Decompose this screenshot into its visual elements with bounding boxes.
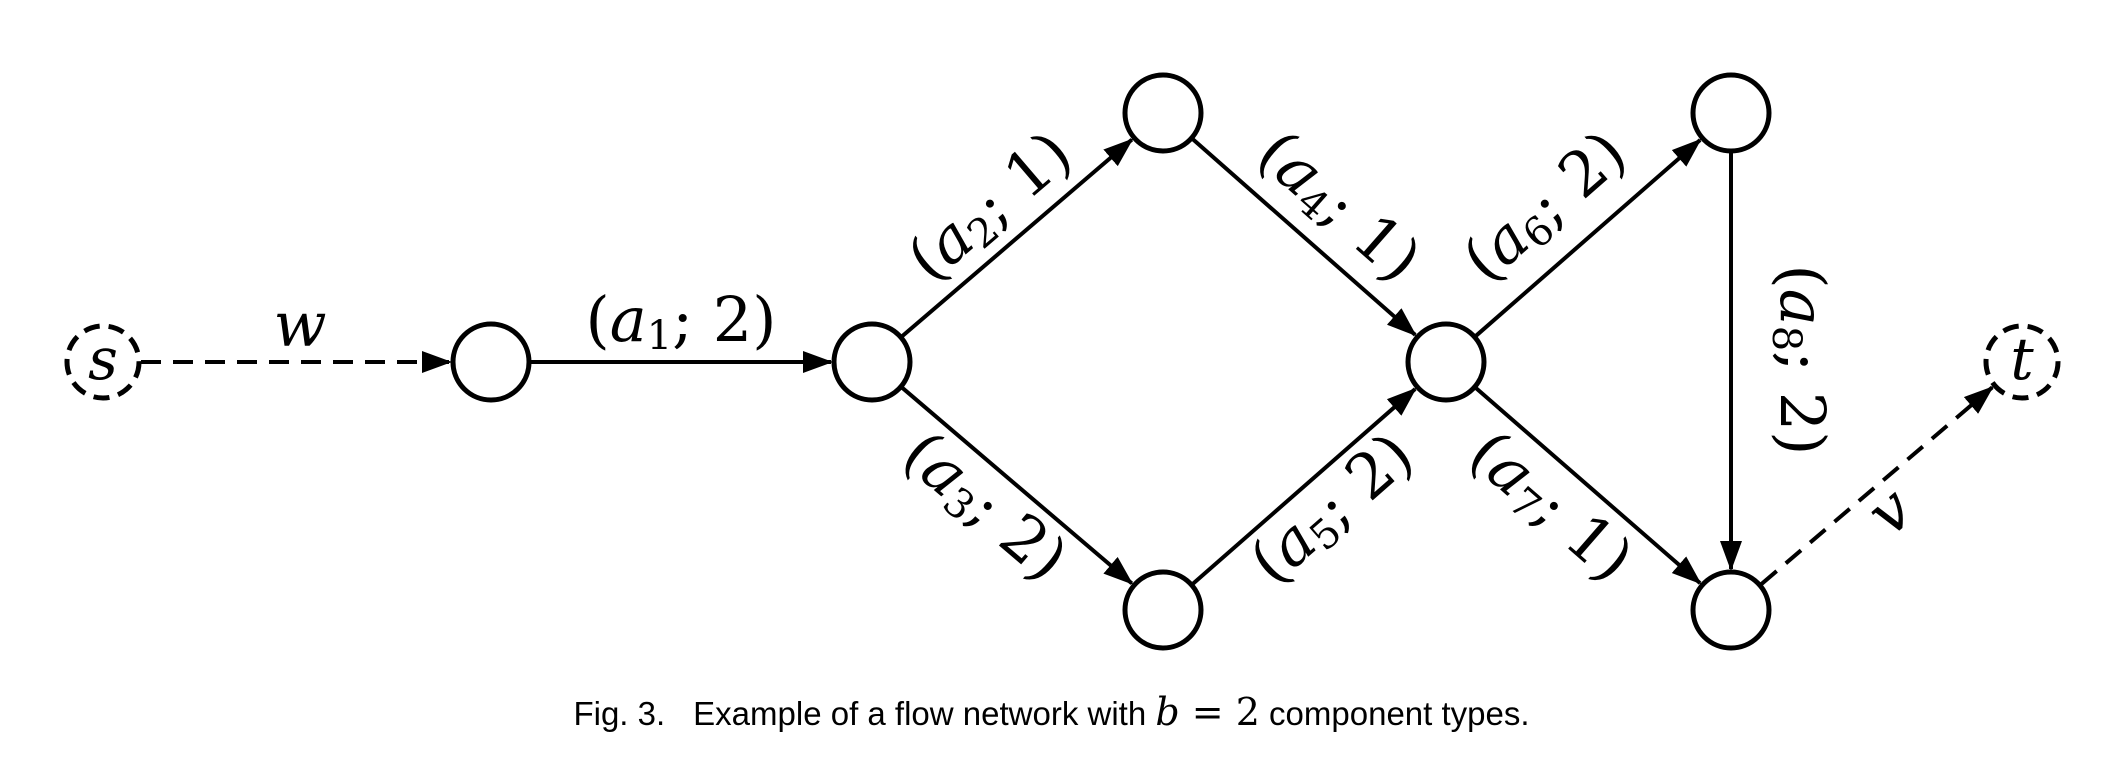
edge-label-a6: (a6; 2) bbox=[1449, 116, 1643, 299]
edge-label-a7: (a7; 1) bbox=[1454, 416, 1648, 599]
node-n3 bbox=[1122, 72, 1204, 154]
edge-a6 bbox=[1474, 138, 1702, 338]
edge-a2 bbox=[901, 138, 1134, 338]
node-n4 bbox=[1122, 569, 1204, 651]
node-n5 bbox=[1405, 321, 1487, 403]
node-t bbox=[1983, 323, 2061, 401]
edge-label-a5: (a5; 2) bbox=[1236, 418, 1430, 601]
edge-label-cap-a8: 2 bbox=[1766, 392, 1839, 431]
figure-caption: Fig. 3. Example of a flow network with b … bbox=[0, 690, 2103, 734]
caption-text-before: Example of a flow network with bbox=[693, 695, 1156, 732]
edge-label-var-a1: a bbox=[610, 283, 647, 356]
node-n1 bbox=[450, 321, 532, 403]
node-n6 bbox=[1690, 72, 1772, 154]
edge-v bbox=[1760, 385, 1994, 586]
edge-label-sub-a8: 8 bbox=[1763, 326, 1809, 351]
node-label-t: t bbox=[2010, 325, 2034, 393]
node-n7 bbox=[1690, 569, 1772, 651]
caption-math-num: 2 bbox=[1235, 690, 1260, 734]
caption-math-var: b bbox=[1155, 690, 1180, 734]
edge-label-a8: (a8; 2) bbox=[1763, 265, 1839, 456]
node-s bbox=[64, 323, 142, 401]
edge-label-v: v bbox=[1852, 472, 1926, 550]
edge-label-var-v: v bbox=[1852, 472, 1926, 550]
caption-text-after: component types. bbox=[1259, 695, 1530, 732]
edge-a5 bbox=[1191, 387, 1417, 586]
edge-label-var-a8: a bbox=[1766, 289, 1839, 326]
edge-label-a1: (a1; 2) bbox=[586, 283, 777, 359]
caption-math-eq: = bbox=[1179, 690, 1236, 734]
node-n2 bbox=[831, 321, 913, 403]
edge-label-a2: (a2; 1) bbox=[893, 116, 1087, 298]
edge-label-sub-a1: 1 bbox=[647, 313, 672, 359]
edge-a4 bbox=[1191, 137, 1417, 337]
edge-label-cap-a1: 2 bbox=[713, 283, 752, 356]
edge-a7 bbox=[1474, 386, 1702, 585]
edge-a3 bbox=[901, 386, 1134, 585]
edge-label-a3: (a3; 2) bbox=[887, 416, 1082, 598]
caption-figure-number: Fig. 3. bbox=[573, 695, 666, 732]
node-label-s: s bbox=[88, 325, 118, 393]
edge-label-w: w bbox=[273, 288, 326, 361]
edges-layer bbox=[141, 137, 1994, 586]
edge-label-var-w: w bbox=[273, 288, 326, 361]
caption-math: b = 2 bbox=[1155, 690, 1260, 734]
